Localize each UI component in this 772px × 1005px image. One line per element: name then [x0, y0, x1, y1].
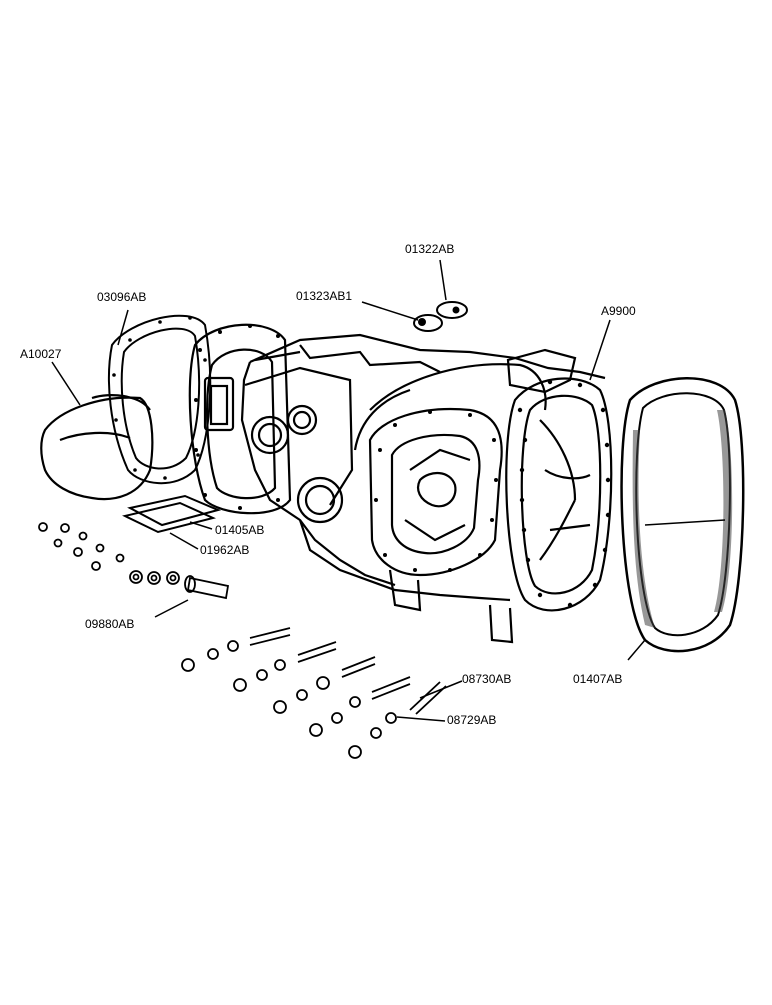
leader-lines	[51, 259, 646, 722]
label-01407AB: 01407AB	[573, 672, 622, 686]
label-03096AB: 03096AB	[97, 290, 146, 304]
label-09880AB: 09880AB	[85, 617, 134, 631]
gasket-03096AB	[108, 314, 212, 485]
plug-01322AB	[436, 301, 468, 319]
plug-01323AB1	[413, 314, 443, 332]
cover-plate-01405AB	[122, 494, 222, 534]
label-01322AB: 01322AB	[405, 242, 454, 256]
gasket-bolt-holes	[112, 316, 208, 480]
label-A9900: A9900	[601, 304, 636, 318]
rear-gasket-01407AB	[620, 377, 745, 653]
label-01323AB1: 01323AB1	[296, 289, 352, 303]
label-A10027: A10027	[20, 347, 62, 361]
transmission-housing	[188, 323, 613, 644]
cover-A10027	[40, 394, 154, 501]
hardware-fasteners	[38, 522, 447, 759]
flange-bolt-holes	[194, 324, 611, 608]
label-08729AB: 08729AB	[447, 713, 496, 727]
label-01962AB: 01962AB	[200, 543, 249, 557]
label-01405AB: 01405AB	[215, 523, 264, 537]
label-08730AB: 08730AB	[462, 672, 511, 686]
